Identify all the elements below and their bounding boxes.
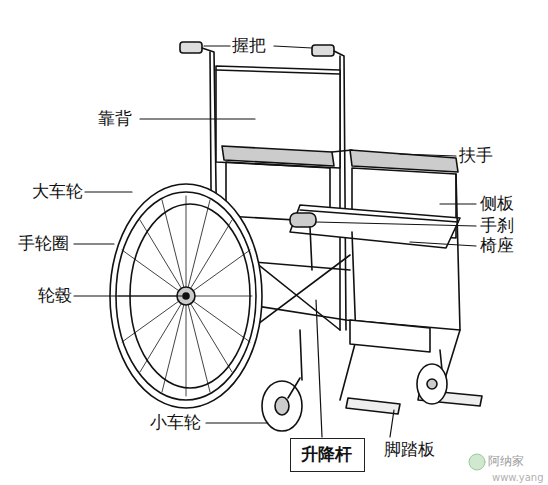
part-label: 侧板	[480, 194, 514, 213]
part-label: 椅座	[480, 236, 514, 255]
box-label: 升降杆	[301, 445, 354, 464]
watermark: 阿纳家	[488, 455, 524, 468]
part-label: 小车轮	[150, 413, 201, 432]
part-label: 大车轮	[32, 182, 83, 201]
watermark: www.yang	[492, 472, 544, 483]
part-label: 手刹	[480, 216, 514, 235]
part-label: 扶手	[459, 146, 493, 165]
label-box: 升降杆	[290, 438, 365, 472]
part-label: 轮毂	[38, 286, 72, 305]
part-label: 靠背	[98, 109, 132, 128]
part-label: 脚踏板	[384, 440, 435, 459]
part-label: 握把	[232, 36, 266, 55]
part-label: 手轮圈	[18, 234, 69, 253]
